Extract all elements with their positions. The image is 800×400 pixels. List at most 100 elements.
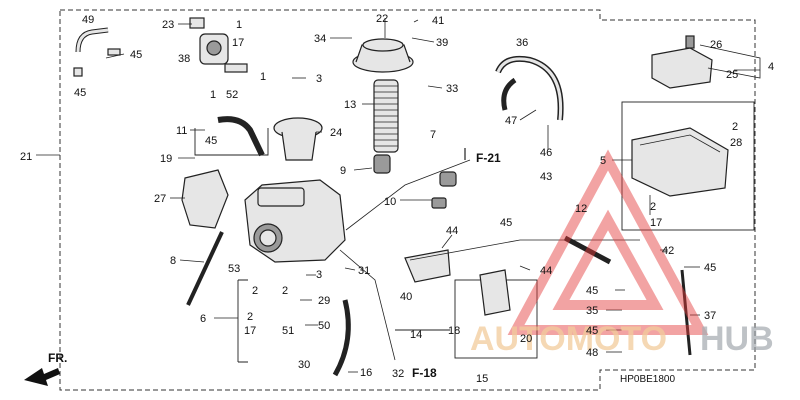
callout-n3a: 3 (316, 73, 322, 85)
callout-n7: 7 (430, 129, 436, 141)
clip-45-lower (73, 67, 83, 77)
clip-45-upper (107, 48, 121, 56)
callout-n47: 47 (505, 115, 517, 127)
group-bracket-6 (237, 279, 248, 363)
callout-n1c: 1 (260, 71, 266, 83)
callout-n31: 31 (358, 265, 370, 277)
part-10 (431, 197, 447, 209)
callout-n38: 38 (178, 53, 190, 65)
air-cutoff-valve-38 (189, 17, 248, 73)
callout-n19: 19 (160, 153, 172, 165)
callout-n33: 33 (446, 83, 458, 95)
callout-n11: 11 (176, 125, 187, 137)
callout-n42: 42 (662, 245, 674, 257)
callout-n18: 18 (448, 325, 460, 337)
callout-n2c: 2 (252, 285, 258, 297)
callout-n44b: 44 (540, 265, 552, 277)
part-4 (651, 35, 713, 89)
callout-n34: 34 (314, 33, 326, 45)
callout-n17c: 17 (244, 325, 256, 337)
callout-n45f: 45 (586, 285, 598, 297)
screw-8 (186, 231, 224, 306)
front-direction-label: FR. (48, 351, 67, 365)
callout-n12: 12 (575, 203, 587, 215)
spring-13 (373, 79, 399, 153)
part-15 (479, 269, 511, 316)
float-chamber-box (621, 101, 755, 231)
callout-n45c: 45 (205, 135, 217, 147)
callout-n29: 29 (318, 295, 330, 307)
air-hose-11 (217, 116, 265, 157)
vacuum-chamber-cover-22 (352, 38, 414, 73)
watermark-part1: AUTOMOTO (470, 320, 667, 358)
watermark-part2: HUB (700, 320, 774, 358)
diagram-code: HP0BE1800 (620, 374, 675, 385)
callout-n1b: 1 (210, 89, 216, 101)
callout-n45d: 45 (500, 217, 512, 229)
callout-n3b: 3 (316, 269, 322, 281)
callout-n52: 52 (226, 89, 238, 101)
callout-n44a: 44 (446, 225, 458, 237)
callout-n43: 43 (540, 171, 552, 183)
callout-n2d: 2 (282, 285, 288, 297)
callout-n27: 27 (154, 193, 166, 205)
callout-n17b: 17 (650, 217, 662, 229)
leader-lines (36, 18, 761, 373)
callout-n15: 15 (476, 373, 488, 385)
callout-n23: 23 (162, 19, 174, 31)
front-direction-arrow (24, 368, 60, 386)
carburetor-body (244, 179, 346, 263)
callout-n49: 49 (82, 14, 94, 26)
side-cover-27 (181, 169, 229, 229)
tube-37 (680, 269, 692, 356)
callout-n45g: 45 (586, 325, 598, 337)
callout-n25: 25 (726, 69, 738, 81)
callout-n39: 39 (436, 37, 448, 49)
callout-n35: 35 (586, 305, 598, 317)
callout-n13: 13 (344, 99, 356, 111)
callout-n48: 48 (586, 347, 598, 359)
callout-n26: 26 (710, 39, 722, 51)
callout-n21: 21 (20, 151, 32, 163)
callout-n1a: 1 (236, 19, 242, 31)
callout-n16: 16 (360, 367, 372, 379)
callout-n5: 5 (600, 155, 606, 167)
fuel-hose-36b (501, 77, 517, 111)
callout-n24: 24 (330, 127, 342, 139)
ref-label-f21: F-21 (476, 151, 501, 165)
callout-n10: 10 (384, 196, 396, 208)
jet-needle-9 (373, 154, 391, 174)
callout-n36: 36 (516, 37, 528, 49)
watermark: AUTOMOTO HUB (470, 149, 774, 358)
callout-n51: 51 (282, 325, 294, 337)
part-7 (439, 171, 457, 187)
callout-n46: 46 (540, 147, 552, 159)
callout-n8: 8 (170, 255, 176, 267)
callout-n2b: 2 (650, 201, 656, 213)
callout-n32: 32 (392, 368, 404, 380)
callout-n40: 40 (400, 291, 412, 303)
spring-12 (563, 235, 612, 265)
callout-n9: 9 (340, 165, 346, 177)
ref-label-f18: F-18 (412, 366, 437, 380)
bracket-40 (404, 249, 451, 283)
callout-n2a: 2 (732, 121, 738, 133)
callout-n30: 30 (298, 359, 310, 371)
callout-n4: 4 (768, 61, 774, 73)
callout-n28: 28 (730, 137, 742, 149)
group-box-11 (194, 128, 269, 156)
callout-n20: 20 (520, 333, 532, 345)
insulator-24 (273, 117, 323, 161)
callout-n22: 22 (376, 13, 388, 25)
callout-n14: 14 (410, 329, 422, 341)
callout-n45a: 45 (130, 49, 142, 61)
callout-n45e: 45 (704, 262, 716, 274)
callout-n17a: 17 (232, 37, 244, 49)
callout-n50: 50 (318, 320, 330, 332)
wire-16 (332, 299, 351, 377)
callout-n6: 6 (200, 313, 206, 325)
float-chamber-5 (631, 127, 729, 197)
